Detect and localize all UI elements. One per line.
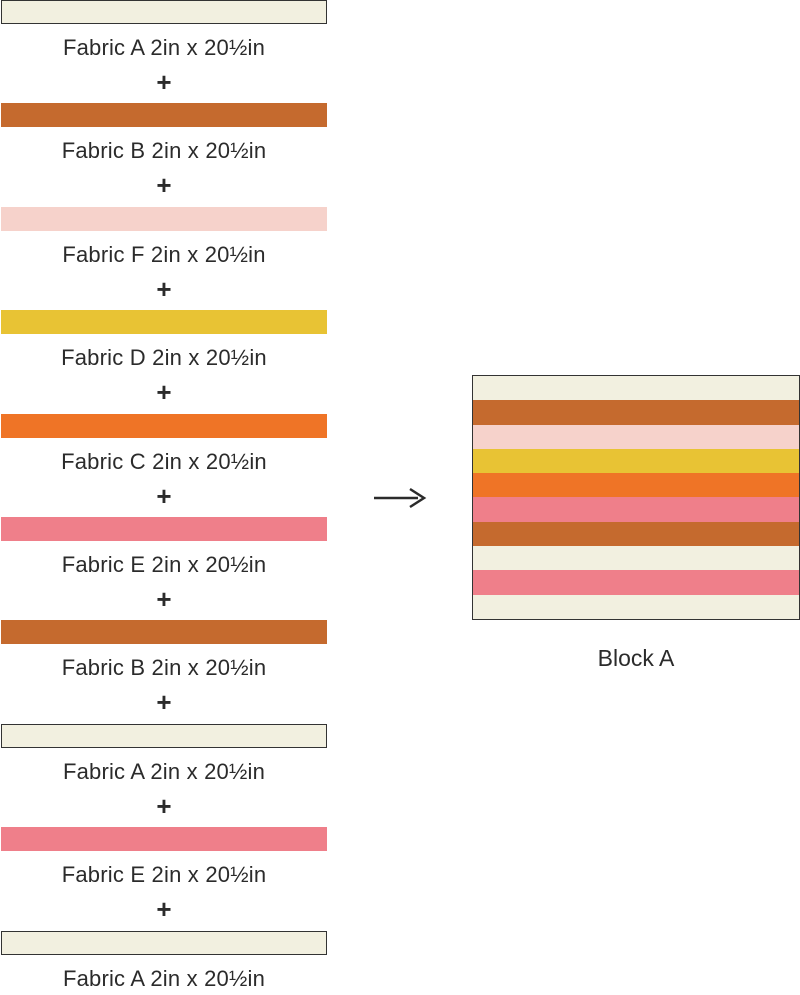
- strip-label: Fabric A 2in x 20½in: [62, 35, 266, 60]
- block-row: [473, 497, 799, 522]
- fabric-strip: [1, 620, 327, 645]
- plus-sign: +: [156, 687, 172, 718]
- block-row: [473, 473, 799, 498]
- fabric-strip: [1, 0, 327, 24]
- plus-sign: +: [156, 790, 172, 821]
- block-a-diagram: [472, 375, 800, 620]
- fabric-strip: [1, 930, 327, 955]
- block-label: Block A: [597, 645, 675, 671]
- fabric-strip: [1, 827, 327, 852]
- plus-sign: +: [156, 273, 172, 304]
- fabric-strip: [1, 413, 327, 438]
- strip-label: Fabric F 2in x 20½in: [62, 241, 266, 267]
- plus-sign: +: [156, 67, 172, 97]
- strip-label: Fabric E 2in x 20½in: [61, 862, 267, 888]
- strip-label: Fabric A 2in x 20½in: [62, 758, 266, 784]
- block-row: [473, 400, 799, 425]
- strip-label: Fabric B 2in x 20½in: [61, 138, 267, 164]
- fabric-strip: [1, 103, 327, 128]
- plus-sign: +: [156, 480, 172, 511]
- fabric-strip: [1, 723, 327, 748]
- arrow-right-icon: [374, 487, 427, 509]
- fabric-strip: [1, 310, 327, 335]
- fabric-strip: [1, 206, 327, 231]
- plus-sign: +: [156, 894, 172, 925]
- block-row: [473, 570, 799, 595]
- strip-label: Fabric E 2in x 20½in: [61, 552, 267, 577]
- plus-sign: +: [156, 170, 172, 201]
- block-row: [473, 546, 799, 571]
- block-row: [473, 594, 799, 619]
- strip-label: Fabric C 2in x 20½in: [61, 448, 267, 474]
- plus-sign: +: [156, 377, 172, 408]
- strip-label: Fabric B 2in x 20½in: [61, 655, 267, 681]
- fabric-strip: [1, 517, 327, 541]
- plus-sign: +: [156, 584, 172, 614]
- block-row: [473, 448, 799, 474]
- strip-label: Fabric D 2in x 20½in: [61, 345, 267, 371]
- block-row: [473, 521, 799, 547]
- block-row: [473, 376, 799, 401]
- block-row: [473, 424, 799, 449]
- strip-label: Fabric A 2in x 20½in: [62, 965, 266, 991]
